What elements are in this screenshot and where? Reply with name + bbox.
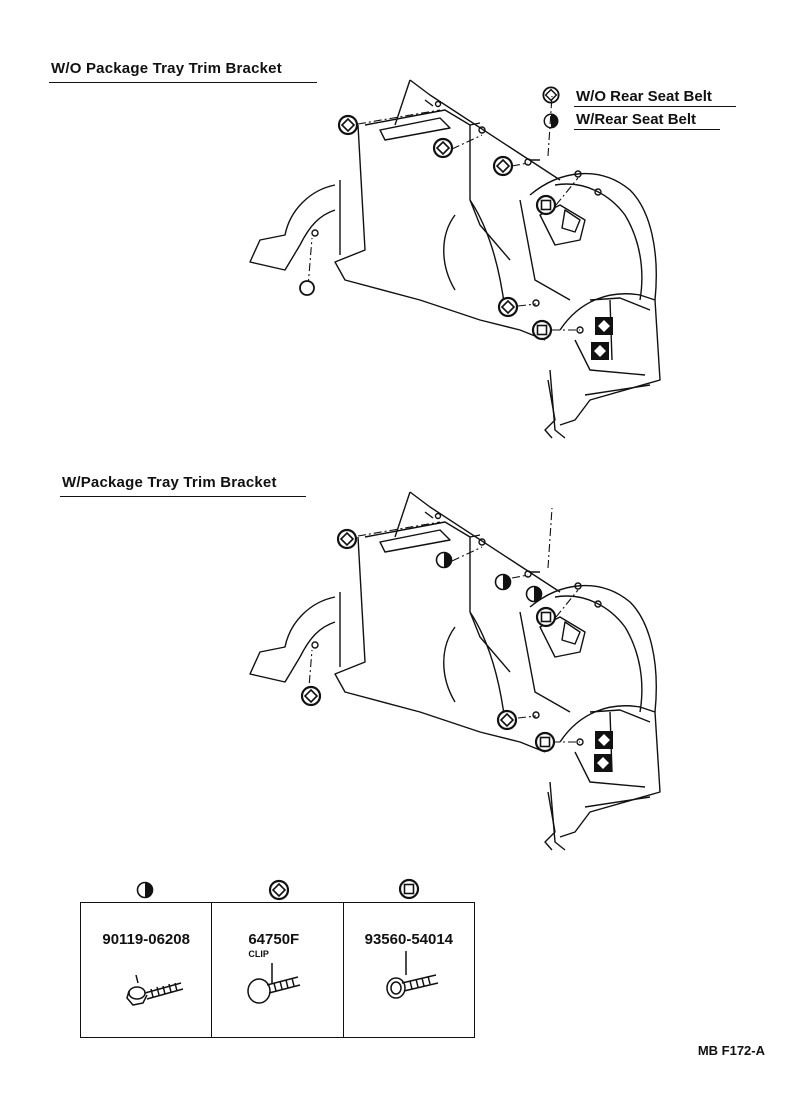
section-title-w-bracket: W/Package Tray Trim Bracket xyxy=(62,474,277,491)
part-cell-bolt: 90119-06208 xyxy=(81,903,213,1037)
part-number: 64750F xyxy=(248,931,300,948)
clip-icon xyxy=(247,963,301,1004)
bolt-icon xyxy=(126,974,184,1006)
legend-underline xyxy=(574,106,736,107)
legend-label-w-seat-belt: W/Rear Seat Belt xyxy=(576,111,697,128)
diamond-circle-icon xyxy=(542,86,560,104)
parts-table: 90119-06208 64750F CLIP 93560-54014 xyxy=(80,902,475,1038)
part-cell-screw: 93560-54014 xyxy=(344,903,474,1037)
panel-wo-bracket xyxy=(249,79,661,439)
screw-icon xyxy=(385,951,438,999)
part-number: 90119-06208 xyxy=(102,931,190,948)
legend-label-wo-seat-belt: W/O Rear Seat Belt xyxy=(576,88,712,105)
part-number: 93560-54014 xyxy=(364,931,454,948)
half-circle-icon xyxy=(543,113,559,129)
section-title-wo-bracket: W/O Package Tray Trim Bracket xyxy=(51,60,282,77)
legend-underline xyxy=(574,129,720,130)
diagram-code: MB F172-A xyxy=(697,1043,765,1058)
part-sub-label: CLIP xyxy=(248,949,269,959)
panel-w-bracket xyxy=(249,491,661,851)
title-underline xyxy=(60,496,306,497)
title-underline xyxy=(49,82,317,83)
part-cell-clip: 64750F CLIP xyxy=(212,903,344,1037)
